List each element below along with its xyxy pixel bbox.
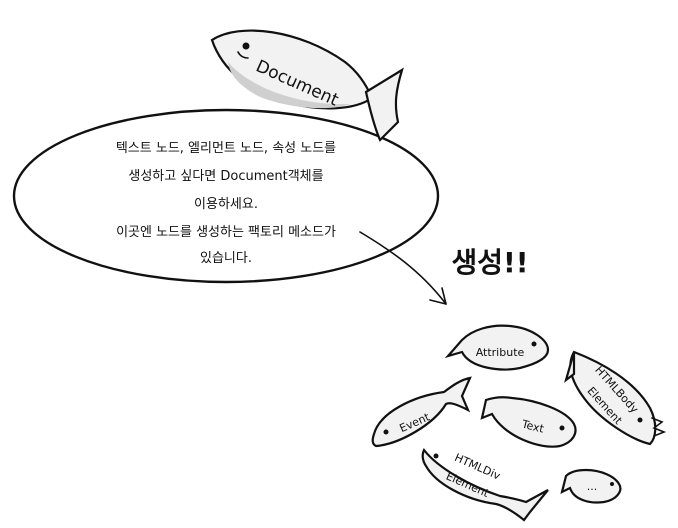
document-fish: Document: [210, 29, 404, 142]
bubble-line-4: 이곳엔 노드를 생성하는 팩토리 메소드가: [116, 225, 336, 240]
bubble-line-5: 있습니다.: [200, 251, 252, 266]
text-fish-label: Text: [520, 417, 546, 435]
bubble-line-3: 이용하세요.: [194, 197, 258, 212]
event-fish: Event: [371, 376, 472, 448]
more-fish: ...: [560, 468, 622, 504]
bubble-line-2: 생성하고 싶다면 Document객체를: [128, 169, 323, 184]
attribute-fish-label: Attribute: [476, 346, 525, 359]
more-fish-label: ...: [587, 480, 598, 493]
htmlbody-fish: HTMLBody Element: [564, 350, 667, 446]
text-fish: Text: [480, 396, 577, 448]
htmldiv-fish: HTMLDiv Element: [421, 447, 549, 522]
bubble-line-1: 텍스트 노드, 엘리먼트 노드, 속성 노드를: [116, 141, 336, 156]
speech-bubble: 텍스트 노드, 엘리먼트 노드, 속성 노드를 생성하고 싶다면 Documen…: [12, 108, 440, 284]
arrow: [359, 231, 447, 305]
attribute-fish: Attribute: [444, 324, 550, 371]
create-label: 생성!!: [451, 246, 528, 279]
